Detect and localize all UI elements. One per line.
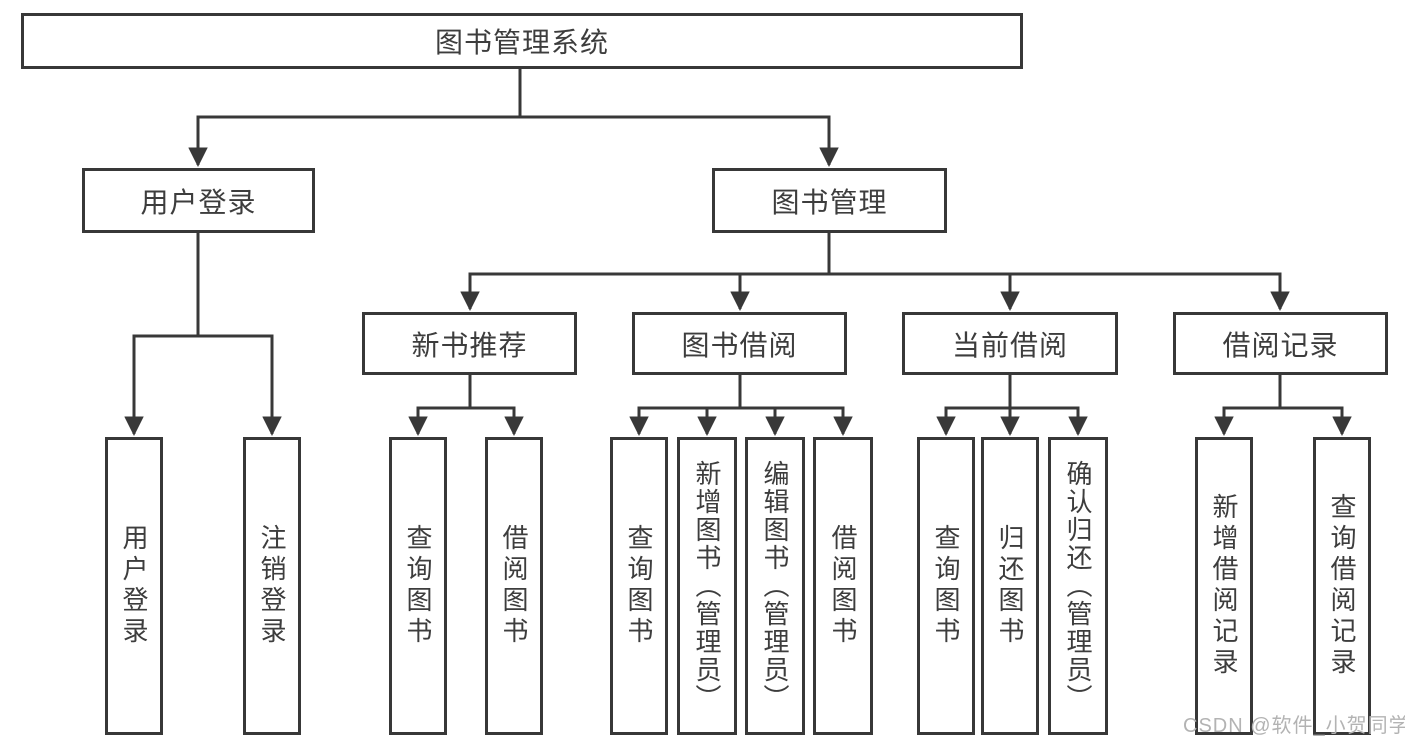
connector-root-to-level2 [188, 68, 839, 167]
connector-records-to-leaves [1214, 375, 1352, 436]
leaf-recommend-borrow-books: 借阅图书 [485, 437, 543, 735]
connector-recommend-to-leaves [408, 375, 524, 436]
node-book-management: 图书管理 [712, 168, 947, 233]
node-user-login: 用户登录 [82, 168, 315, 233]
leaf-current-query-books: 查询图书 [917, 437, 975, 735]
leaf-logout: 注销登录 [243, 437, 301, 735]
node-new-book-recommend: 新书推荐 [362, 312, 577, 375]
node-current-borrow: 当前借阅 [902, 312, 1118, 375]
node-library-system: 图书管理系统 [21, 13, 1023, 69]
node-book-borrow: 图书借阅 [632, 312, 847, 375]
leaf-recommend-query-books: 查询图书 [389, 437, 447, 735]
leaf-borrow-query-books: 查询图书 [610, 437, 668, 735]
connector-login-to-leaves [124, 233, 282, 436]
connector-current-to-leaves [936, 375, 1088, 436]
connector-mgmt-to-level3 [460, 233, 1290, 311]
leaf-user-login: 用户登录 [105, 437, 163, 735]
leaf-add-borrow-record: 新增借阅记录 [1195, 437, 1253, 735]
leaf-borrow-books: 借阅图书 [813, 437, 873, 735]
leaf-confirm-return-admin: 确认归还（管理员） [1048, 437, 1108, 735]
node-borrow-records: 借阅记录 [1173, 312, 1388, 375]
leaf-add-books-admin: 新增图书（管理员） [677, 437, 737, 735]
csdn-watermark: CSDN @软件_小贺同学 [1183, 715, 1405, 737]
connector-borrow-to-leaves [629, 375, 853, 436]
leaf-query-borrow-record: 查询借阅记录 [1313, 437, 1371, 735]
leaf-return-books: 归还图书 [981, 437, 1039, 735]
leaf-edit-books-admin: 编辑图书（管理员） [745, 437, 805, 735]
